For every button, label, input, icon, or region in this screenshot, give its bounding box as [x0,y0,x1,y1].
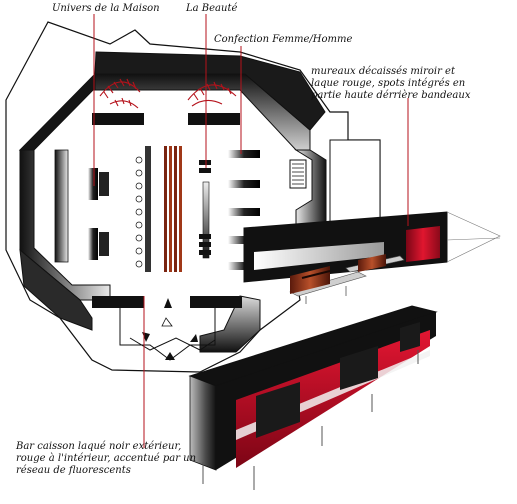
label-mureaux-line: mureaux décaissés miroir et [311,66,455,77]
wall-southwest [19,248,93,331]
annex-room [329,139,381,229]
mirror-wall-detail [243,211,501,304]
entrance-steps [129,337,216,351]
bar-legs [202,350,419,490]
display-north-right [188,113,240,125]
hatched-area-left [99,78,141,109]
bar-box-1 [256,382,300,438]
display-south-right [190,296,242,308]
display-north-left [92,113,144,125]
staircase [289,159,307,189]
label-bar-line: réseau de fluorescents [16,465,131,476]
label-univers-maison: Univers de la Maison [52,3,160,14]
label-mureaux-line: laque rouge, spots intégrés en [311,78,466,89]
leader-lines [93,14,409,448]
label-bar-line: rouge à l'intérieur, accentué par un [16,453,197,464]
inner-wall-west [54,149,69,263]
beauty-counter [199,160,211,259]
red-lacquer-panel [406,226,440,262]
label-bar-line: Bar caisson laqué noir extérieur, [16,441,182,452]
label-mureaux: mureaux décaissés miroir et laque rouge,… [311,66,471,102]
label-mureaux-line: partie haute dérrière bandeaux [311,90,471,101]
mirror-strip [254,242,384,270]
bar-box-2 [340,346,378,390]
display-south-left [92,296,144,308]
bar-box-3 [400,322,420,352]
display-blocks-west [88,168,109,260]
perspective-lines [446,211,501,263]
wood-fixtures [164,146,182,272]
floor-plan [5,21,381,373]
shelf-box-right [358,254,386,272]
bar-red-interior [236,330,430,468]
label-beaute: La Beauté [186,3,238,14]
wall-north-band [94,51,326,131]
label-confection: Confection Femme/Homme [214,34,353,45]
clothing-rack [135,146,151,272]
bar-counter-detail [188,305,438,490]
label-bar-caisson: Bar caisson laqué noir extérieur, rouge … [16,441,206,477]
